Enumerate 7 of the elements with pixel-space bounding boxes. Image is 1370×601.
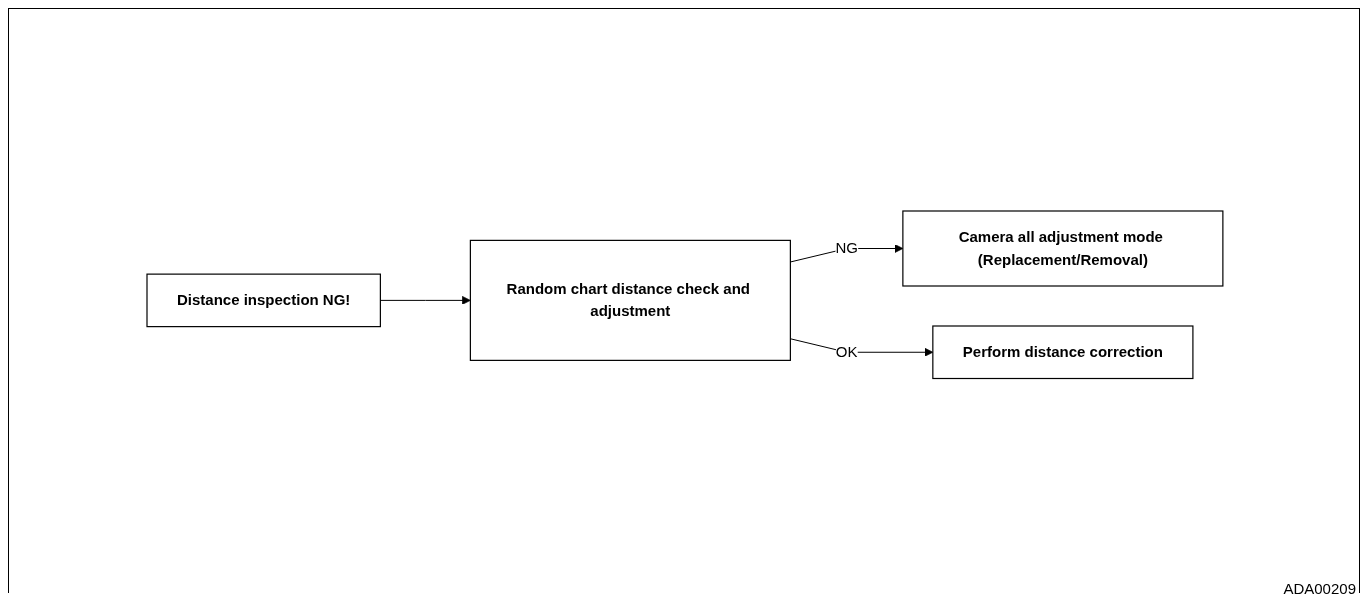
edge-label: OK	[835, 343, 858, 361]
node-box: Distance inspection NG!	[146, 273, 382, 328]
node-box: Camera all adjustment mode (Replacement/Removal)	[902, 210, 1224, 287]
figure-code: ADA00209	[1283, 580, 1356, 597]
node-box: Random chart distance check and adjustment	[469, 240, 792, 362]
edge-label: NG	[835, 239, 858, 257]
node-box: Perform distance correction	[932, 325, 1194, 380]
